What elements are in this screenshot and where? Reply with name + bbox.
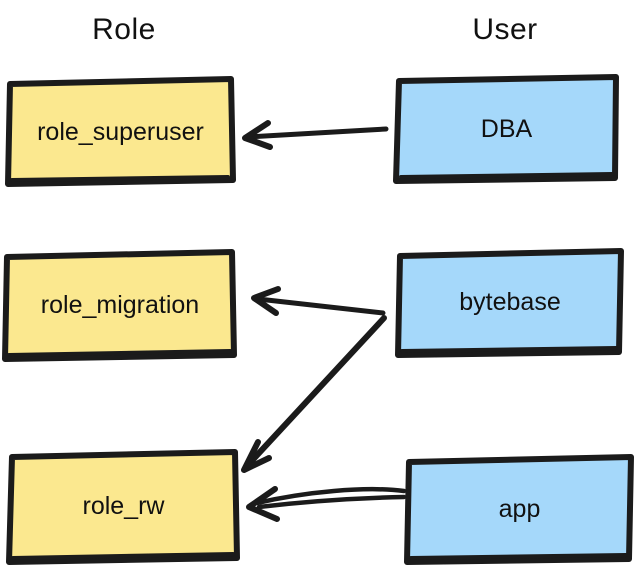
- user-bytebase-box: [395, 248, 624, 358]
- arrow-dba-to-role-superuser: [242, 120, 389, 150]
- arrow-bytebase-to-role-migration: [251, 286, 386, 316]
- role-column-header: Role: [92, 13, 156, 46]
- sketch-overdraw-strokes: [7, 172, 628, 560]
- role-rw-box: [6, 449, 240, 565]
- arrow-app-to-role-rw: [246, 486, 407, 522]
- role-superuser-box: [5, 76, 236, 187]
- arrow-bytebase-to-role-rw: [241, 315, 387, 473]
- user-dba-box: [393, 74, 619, 184]
- role-migration-box: [2, 249, 237, 362]
- user-column-header: User: [472, 13, 538, 46]
- user-app-box: [404, 454, 634, 565]
